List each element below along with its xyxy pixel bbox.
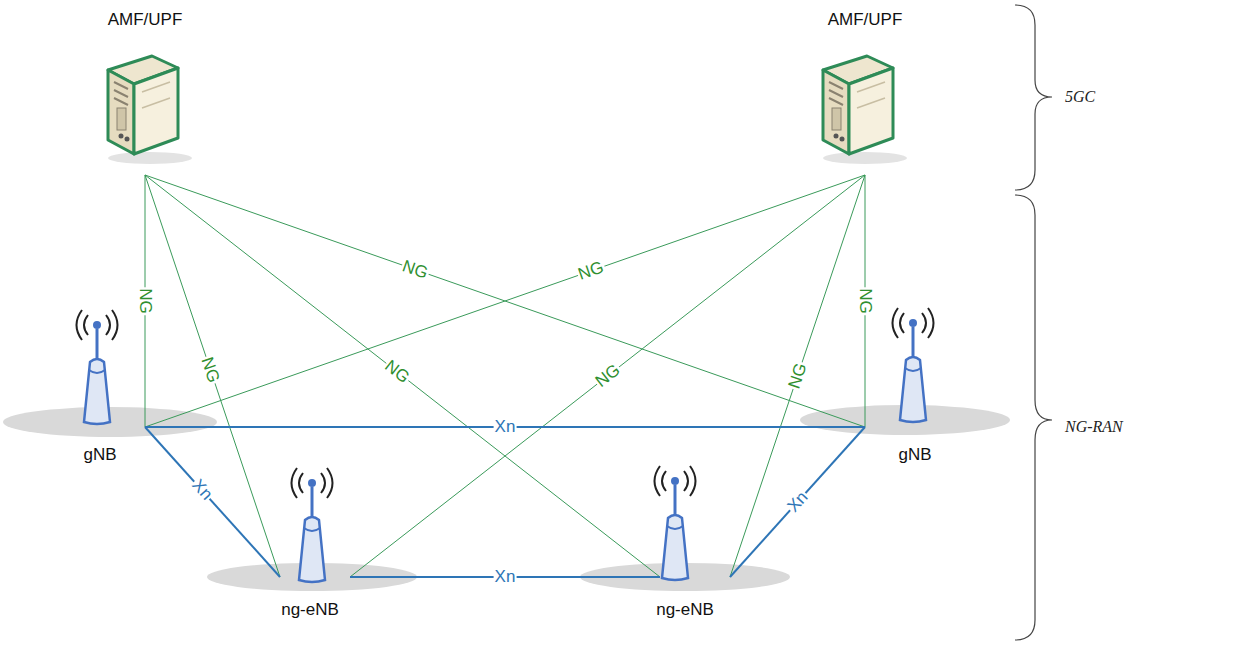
interface-label: NG bbox=[785, 360, 811, 392]
interface-label: NG bbox=[381, 356, 414, 387]
network-node: ng-eNB bbox=[280, 455, 350, 625]
server-icon bbox=[823, 56, 893, 154]
interface-label: NG bbox=[856, 287, 874, 315]
interface-label: Xn bbox=[783, 488, 812, 517]
antenna-icon bbox=[655, 466, 696, 580]
ng-interface-line bbox=[145, 175, 280, 577]
ng-interface-line bbox=[145, 175, 865, 427]
node-label: ng-eNB bbox=[275, 600, 345, 620]
interface-label: NG bbox=[198, 354, 224, 386]
ng-interface-line bbox=[350, 175, 865, 577]
group-label: NG-RAN bbox=[1065, 418, 1123, 436]
server-icon bbox=[108, 56, 178, 154]
network-node: AMF/UPF bbox=[815, 5, 915, 175]
antenna-icon bbox=[292, 468, 333, 582]
interface-label: Xn bbox=[187, 476, 216, 505]
group-label: 5GC bbox=[1065, 88, 1095, 106]
interface-label: NG bbox=[591, 360, 624, 391]
node-label: ng-eNB bbox=[650, 600, 720, 620]
antenna-icon bbox=[77, 310, 118, 424]
ng-interface-line bbox=[145, 175, 660, 577]
network-node: gNB bbox=[865, 300, 965, 470]
network-node: gNB bbox=[65, 300, 145, 470]
group-brace bbox=[1015, 195, 1052, 640]
node-label: AMF/UPF bbox=[95, 10, 195, 30]
xn-interface-line bbox=[730, 427, 865, 577]
interface-label: NG bbox=[399, 256, 431, 282]
server-shadow bbox=[108, 152, 192, 164]
ng-interface-line bbox=[730, 175, 865, 577]
node-label: AMF/UPF bbox=[815, 10, 915, 30]
network-node: ng-eNB bbox=[660, 455, 730, 625]
server-shadow bbox=[823, 152, 907, 164]
interface-label: Xn bbox=[494, 568, 517, 586]
xn-interface-line bbox=[145, 427, 280, 577]
ng-interface-line bbox=[145, 175, 865, 427]
network-node: AMF/UPF bbox=[95, 5, 195, 175]
interface-label: NG bbox=[575, 258, 607, 284]
group-brace bbox=[1015, 5, 1052, 190]
node-label: gNB bbox=[60, 445, 140, 465]
node-label: gNB bbox=[865, 445, 965, 465]
interface-label: Xn bbox=[494, 418, 517, 436]
interface-label: NG bbox=[136, 287, 154, 315]
antenna-icon bbox=[893, 308, 934, 422]
